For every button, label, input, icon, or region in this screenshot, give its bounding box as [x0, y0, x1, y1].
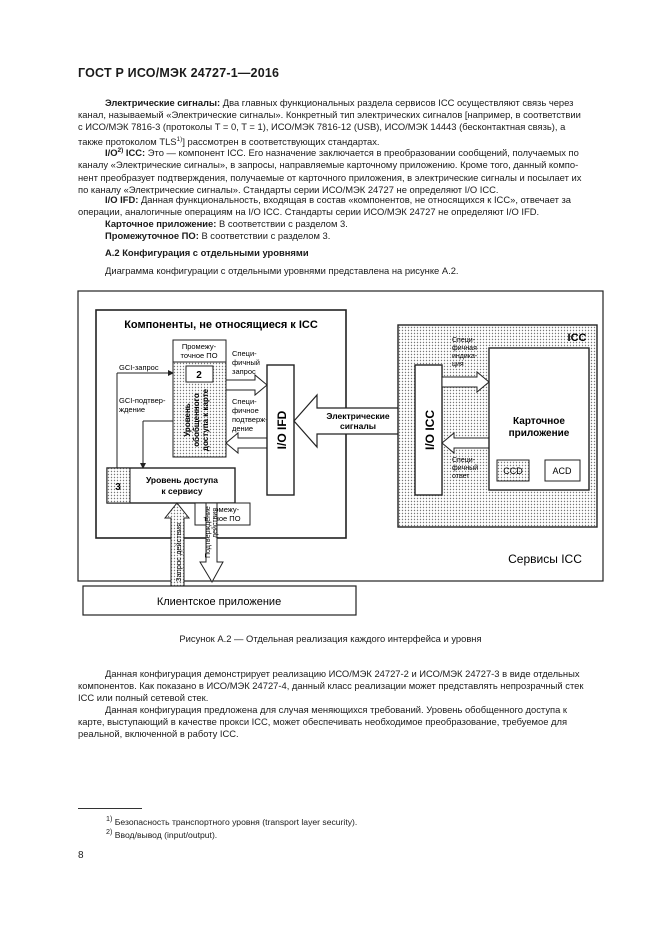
middleware-bottom-l2: точное ПО	[203, 514, 240, 523]
spec-ind-l1: Специ-	[452, 337, 476, 344]
footnote-2: 2) Ввод/вывод (input/output).	[106, 828, 218, 840]
spec-request-l2: фичный	[232, 358, 260, 367]
figure-a2-diagram: Компоненты, не относящиеся к ICC Промежу…	[77, 290, 604, 616]
p2-line3: нент преобразует подтверждения, получаем…	[78, 171, 582, 183]
action-confirm-l2: действия	[211, 508, 219, 538]
io-ifd-label: I/O IFD	[275, 410, 289, 449]
client-app-label: Клиентское приложение	[157, 596, 281, 608]
acd-label: ACD	[552, 466, 572, 476]
service-access-l1: Уровень доступа	[146, 475, 218, 485]
outer-frame	[77, 290, 604, 582]
paragraph-configuration-demo: Данная конфигурация демонстрирует реализ…	[78, 668, 613, 705]
figure-intro: Диаграмма конфигурации с отдельными уров…	[105, 265, 459, 276]
term-middleware: Промежуточное ПО:	[105, 230, 199, 241]
p3-line2: операции, аналогичные операциям на I/O I…	[78, 206, 540, 218]
specific-answer-arrow	[441, 431, 490, 455]
term-electric-signals: Электрические сигналы:	[105, 97, 221, 108]
generic-access-l3: доступа к карте	[201, 388, 210, 451]
footnote-1: 1) Безопасность транспортного уровня (tr…	[106, 815, 358, 827]
paragraph-middleware: Промежуточное ПО: В соответствии с разде…	[78, 230, 613, 242]
footnote-ref-2[interactable]: 2)	[117, 147, 124, 154]
footnote-ref-1[interactable]: 1)	[176, 135, 183, 143]
spec-ind-l4: ция	[452, 361, 464, 368]
page-number: 8	[78, 850, 84, 861]
acd-box	[544, 459, 581, 482]
paragraph-electric-signals: Электрические сигналы: Два главных функц…	[78, 97, 613, 148]
card-app-l2: приложение	[509, 428, 570, 439]
p7-line1: Данная конфигурация предложена для случа…	[105, 704, 568, 715]
icc-services-label: Сервисы ICC	[508, 552, 582, 566]
spec-confirm-l2: фичное	[232, 406, 259, 415]
spec-ind-l2: фичная	[452, 345, 477, 352]
p1-line4a: также протоколом TLS	[78, 135, 177, 147]
p6-line1: Данная конфигурация демонстрирует реализ…	[105, 668, 580, 679]
non-icc-title: Компоненты, не относящиеся к ICC	[124, 319, 318, 331]
p1-line1: Два главных функциональных раздела серви…	[222, 97, 574, 108]
client-app-box	[82, 585, 357, 616]
p5-text: В соответствии с разделом 3.	[201, 230, 331, 241]
spec-ans-l1: Специ-	[452, 457, 476, 464]
p4-text: В соответствии с разделом 3.	[218, 218, 348, 229]
service-access-l2: к сервису	[161, 486, 202, 496]
p2-line2: каналу «Электрические сигналы», в запрос…	[78, 159, 579, 171]
card-app-l1: Карточное	[513, 416, 565, 427]
ccd-box	[496, 459, 530, 482]
p6-line3: ICC или полный сетевой стек.	[78, 692, 209, 704]
spec-ind-l3: индика-	[452, 353, 478, 360]
spec-confirm-l4: дение	[232, 424, 253, 433]
spec-request-l3: запрос	[232, 367, 256, 376]
io-ifd-box	[266, 364, 295, 496]
gci-confirm-l1: GCI-подтвер-	[119, 396, 166, 405]
term-io-ifd: I/O IFD:	[105, 194, 139, 205]
p7-line3: реальной, включенной в работу ICC.	[78, 728, 239, 740]
electric-l1: Электрические	[326, 411, 389, 421]
section-heading: А.2 Конфигурация с отдельными уровнями	[105, 247, 309, 258]
term-io-icc: I/O2) ICC:	[105, 147, 146, 159]
gci-request-label: GCI-запрос	[119, 363, 159, 372]
paragraph-card-app: Карточное приложение: В соответствии с р…	[78, 218, 613, 230]
io-icc-label: I/O ICC	[423, 410, 437, 450]
spec-confirm-l1: Специ-	[232, 397, 257, 406]
specific-indication-arrow	[441, 370, 490, 394]
paragraph-configuration-proxy: Данная конфигурация предложена для случа…	[78, 704, 613, 741]
p1-line3: с ИСО/МЭК 7816-3 (протоколы T = 0, T = 1…	[78, 121, 566, 133]
box-2	[185, 365, 214, 383]
box-3-label: 3	[115, 482, 121, 493]
middleware-top-l2: точное ПО	[180, 351, 217, 360]
page-header: ГОСТ Р ИСО/МЭК 24727-1—2016	[78, 66, 280, 80]
io-icc-box	[414, 364, 443, 496]
gci-confirm-l2: ждение	[119, 405, 145, 414]
ccd-label: CCD	[503, 466, 523, 476]
figure-caption: Рисунок А.2 — Отдельная реализация каждо…	[179, 633, 482, 644]
paragraph-io-ifd: I/O IFD: Данная функциональность, входящ…	[78, 194, 613, 218]
box-2-label: 2	[196, 370, 202, 381]
p3-line1: Данная функциональность, входящая в сост…	[140, 194, 572, 205]
spec-confirm-l3: подтверж-	[232, 415, 268, 424]
specific-confirm-arrow	[225, 431, 268, 455]
footnote-divider	[78, 808, 142, 809]
box-3	[106, 467, 131, 504]
middleware-bottom-l1: Промежу-	[205, 505, 240, 514]
paragraph-io-icc: I/O2) ICC: Это — компонент ICC. Его назн…	[78, 145, 613, 196]
spec-ans-l2: фичный	[452, 464, 478, 472]
middleware-top-l1: Промежу-	[182, 342, 217, 351]
action-confirm-arrow	[199, 502, 224, 584]
electric-l2: сигналы	[340, 421, 376, 431]
specific-request-arrow	[225, 373, 268, 397]
p6-line2: компонентов. Как показано в ИСО/МЭК 2472…	[78, 680, 584, 692]
spec-request-l1: Специ-	[232, 349, 257, 358]
p1-line4b: ] рассмотрен в соответствующих стандарта…	[182, 135, 380, 147]
icc-title: ICC	[568, 332, 587, 344]
p7-line2: карте, выступающий в качестве прокси ICC…	[78, 716, 568, 728]
generic-access-l1: Уровень	[183, 403, 192, 437]
spec-ans-l3: ответ	[452, 473, 470, 480]
p2-line1: Это — компонент ICC. Его назначение закл…	[147, 147, 579, 159]
action-confirm-l1: Подтверждение	[205, 506, 212, 558]
p2-line4: по каналу «Электрические сигналы». Станд…	[78, 183, 499, 195]
generic-access-l2: обобщенного	[192, 393, 201, 447]
action-request-label: Запрос действия	[174, 523, 183, 582]
p1-line2: канал, называемый «Электрические сигналы…	[78, 109, 581, 121]
term-card-app: Карточное приложение:	[105, 218, 217, 229]
